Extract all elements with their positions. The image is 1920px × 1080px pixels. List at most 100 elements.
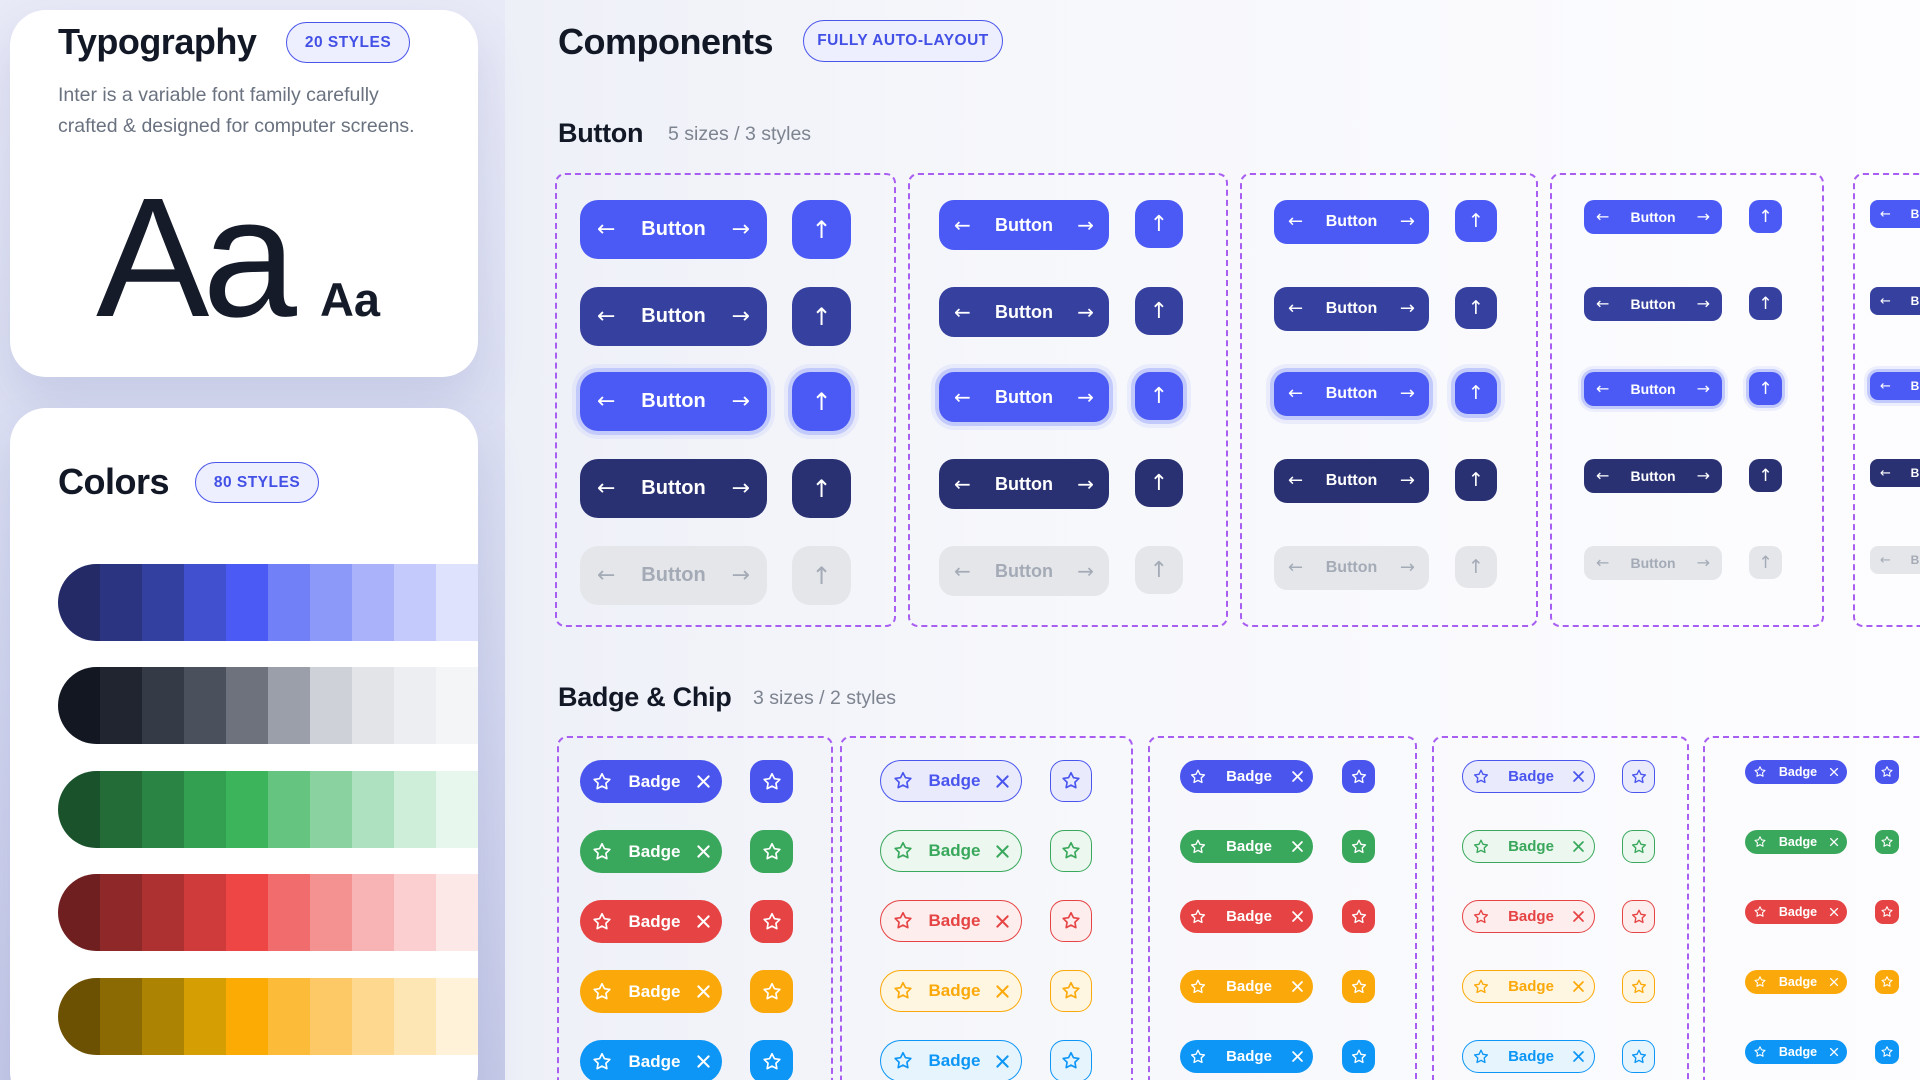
close-icon-wrap[interactable] (1572, 910, 1585, 923)
close-icon[interactable] (1291, 840, 1304, 853)
icon-button-up-primary-focus[interactable]: ↑ (1135, 372, 1183, 420)
button-primary[interactable]: ←Button→ (1584, 200, 1722, 234)
close-icon-wrap[interactable] (995, 1054, 1010, 1069)
badge-red-solid[interactable]: Badge (580, 900, 722, 943)
chip-red-solid[interactable] (750, 900, 793, 943)
icon-button-up-dark[interactable]: ↑ (1135, 459, 1183, 507)
badge-indigo-solid[interactable]: Badge (580, 760, 722, 803)
icon-button-up-primary[interactable]: ↑ (1135, 200, 1183, 248)
button-disabled[interactable]: ←Button→ (1274, 546, 1429, 590)
close-icon-wrap[interactable] (696, 844, 711, 859)
button-disabled[interactable]: ←Button→ (1584, 546, 1722, 580)
close-icon-wrap[interactable] (1572, 1050, 1585, 1063)
icon-button-up-primary-focus[interactable]: ↑ (792, 372, 851, 431)
close-icon-wrap[interactable] (1829, 907, 1839, 917)
chip-orange-solid[interactable] (1342, 970, 1375, 1003)
chip-green-outline[interactable] (1622, 830, 1655, 863)
icon-button-up-secondary[interactable]: ↑ (1135, 287, 1183, 335)
chip-green-outline[interactable] (1050, 830, 1092, 872)
chip-orange-outline[interactable] (1622, 970, 1655, 1003)
badge-red-solid[interactable]: Badge (1745, 900, 1847, 924)
close-icon-wrap[interactable] (1829, 1047, 1839, 1057)
chip-red-outline[interactable] (1622, 900, 1655, 933)
close-icon[interactable] (1829, 907, 1839, 917)
badge-green-outline[interactable]: Badge (1462, 830, 1595, 863)
button-secondary[interactable]: ←Button→ (1274, 287, 1429, 331)
icon-button-up-primary[interactable]: ↑ (792, 200, 851, 259)
button-disabled[interactable]: ←Button→ (1870, 546, 1920, 574)
badge-indigo-solid[interactable]: Badge (1745, 760, 1847, 784)
button-primary[interactable]: ←Button→ (939, 200, 1109, 250)
close-icon[interactable] (995, 914, 1010, 929)
chip-indigo-solid[interactable] (750, 760, 793, 803)
icon-button-up-secondary[interactable]: ↑ (1749, 287, 1782, 320)
close-icon-wrap[interactable] (995, 844, 1010, 859)
close-icon-wrap[interactable] (1291, 980, 1304, 993)
close-icon-wrap[interactable] (995, 984, 1010, 999)
icon-button-up-dark[interactable]: ↑ (1455, 459, 1497, 501)
close-icon-wrap[interactable] (696, 774, 711, 789)
badge-orange-solid[interactable]: Badge (1180, 970, 1313, 1003)
button-dark[interactable]: ←Button→ (939, 459, 1109, 509)
badge-orange-solid[interactable]: Badge (580, 970, 722, 1013)
chip-sky-outline[interactable] (1622, 1040, 1655, 1073)
badge-red-outline[interactable]: Badge (1462, 900, 1595, 933)
button-secondary[interactable]: ←Button→ (1870, 287, 1920, 315)
chip-indigo-solid[interactable] (1342, 760, 1375, 793)
button-dark[interactable]: ←Button→ (1584, 459, 1722, 493)
button-primary[interactable]: ←Button→ (1274, 200, 1429, 244)
icon-button-up-secondary[interactable]: ↑ (792, 287, 851, 346)
badge-red-outline[interactable]: Badge (880, 900, 1022, 942)
close-icon-wrap[interactable] (1291, 910, 1304, 923)
button-secondary[interactable]: ←Button→ (939, 287, 1109, 337)
close-icon[interactable] (1572, 1050, 1585, 1063)
close-icon[interactable] (696, 984, 711, 999)
close-icon[interactable] (1572, 980, 1585, 993)
chip-sky-solid[interactable] (750, 1040, 793, 1080)
button-secondary[interactable]: ←Button→ (1584, 287, 1722, 321)
badge-orange-outline[interactable]: Badge (880, 970, 1022, 1012)
close-icon-wrap[interactable] (995, 914, 1010, 929)
button-dark[interactable]: ←Button→ (580, 459, 767, 518)
badge-sky-solid[interactable]: Badge (1180, 1040, 1313, 1073)
close-icon[interactable] (995, 774, 1010, 789)
badge-indigo-outline[interactable]: Badge (880, 760, 1022, 802)
button-primary[interactable]: ←Button→ (580, 200, 767, 259)
close-icon-wrap[interactable] (1829, 977, 1839, 987)
chip-green-solid[interactable] (750, 830, 793, 873)
chip-red-solid[interactable] (1875, 900, 1899, 924)
close-icon-wrap[interactable] (1291, 770, 1304, 783)
chip-green-solid[interactable] (1342, 830, 1375, 863)
close-icon[interactable] (1572, 840, 1585, 853)
button-dark[interactable]: ←Button→ (1870, 459, 1920, 487)
close-icon-wrap[interactable] (1829, 767, 1839, 777)
icon-button-up-disabled[interactable]: ↑ (792, 546, 851, 605)
close-icon[interactable] (995, 984, 1010, 999)
badge-sky-solid[interactable]: Badge (580, 1040, 722, 1080)
close-icon-wrap[interactable] (1291, 1050, 1304, 1063)
close-icon[interactable] (696, 914, 711, 929)
chip-indigo-outline[interactable] (1622, 760, 1655, 793)
icon-button-up-disabled[interactable]: ↑ (1455, 546, 1497, 588)
badge-green-solid[interactable]: Badge (580, 830, 722, 873)
button-primary-focus[interactable]: ←Button→ (580, 372, 767, 431)
chip-sky-solid[interactable] (1875, 1040, 1899, 1064)
button-primary-focus[interactable]: ←Button→ (939, 372, 1109, 422)
icon-button-up-secondary[interactable]: ↑ (1455, 287, 1497, 329)
badge-indigo-outline[interactable]: Badge (1462, 760, 1595, 793)
button-disabled[interactable]: ←Button→ (580, 546, 767, 605)
button-dark[interactable]: ←Button→ (1274, 459, 1429, 503)
close-icon-wrap[interactable] (1572, 980, 1585, 993)
close-icon-wrap[interactable] (696, 1054, 711, 1069)
badge-sky-solid[interactable]: Badge (1745, 1040, 1847, 1064)
chip-green-solid[interactable] (1875, 830, 1899, 854)
close-icon-wrap[interactable] (995, 774, 1010, 789)
close-icon-wrap[interactable] (1291, 840, 1304, 853)
badge-red-solid[interactable]: Badge (1180, 900, 1313, 933)
badge-orange-outline[interactable]: Badge (1462, 970, 1595, 1003)
close-icon[interactable] (696, 844, 711, 859)
badge-green-outline[interactable]: Badge (880, 830, 1022, 872)
chip-orange-solid[interactable] (750, 970, 793, 1013)
close-icon[interactable] (1829, 1047, 1839, 1057)
button-primary-focus[interactable]: ←Button→ (1584, 372, 1722, 406)
